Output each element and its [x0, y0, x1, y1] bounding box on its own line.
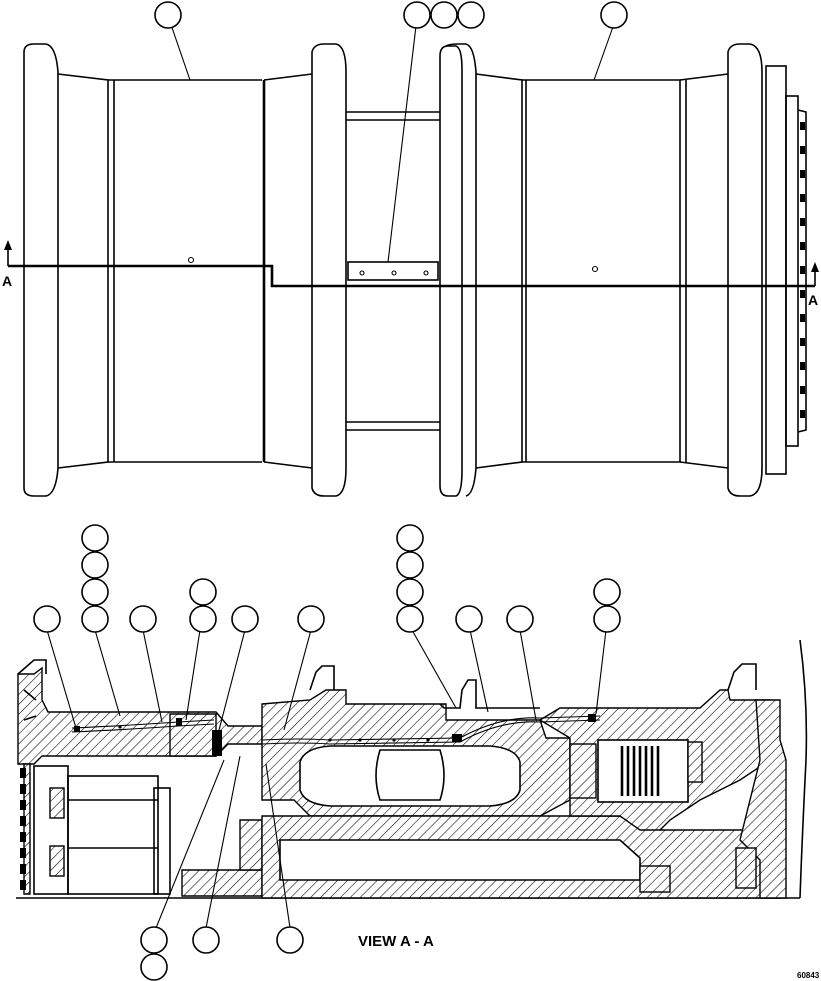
line-clips [118, 725, 430, 742]
callout-bubble[interactable] [403, 1, 431, 29]
bolt-heads-right [800, 122, 805, 418]
callout-bubble[interactable] [396, 524, 424, 552]
callout-bubble[interactable] [593, 578, 621, 606]
callout-bubble[interactable] [140, 953, 168, 981]
callout-bubble[interactable] [396, 605, 424, 633]
callout-bubble[interactable] [276, 926, 304, 954]
callout-bubble[interactable] [192, 926, 220, 954]
section-view-assembly [16, 639, 808, 899]
callout-bubble[interactable] [396, 578, 424, 606]
section-marker-right: A [808, 292, 818, 308]
callout-bubble[interactable] [396, 551, 424, 579]
top-view-assembly [4, 43, 819, 497]
callout-bubble[interactable] [154, 1, 182, 29]
callout-bubble[interactable] [189, 605, 217, 633]
callout-bubble[interactable] [81, 605, 109, 633]
callout-bubble[interactable] [129, 605, 157, 633]
section-marker-left: A [2, 273, 12, 289]
callout-bubble[interactable] [33, 605, 61, 633]
callout-bubble[interactable] [600, 1, 628, 29]
callout-bubble[interactable] [457, 1, 485, 29]
brake-discs [620, 746, 660, 796]
callout-bubble[interactable] [81, 551, 109, 579]
callout-bubble[interactable] [297, 605, 325, 633]
drawing-code: 60843 [797, 971, 820, 980]
left-seal-stack [20, 768, 26, 890]
callout-bubble[interactable] [231, 605, 259, 633]
callout-bubble[interactable] [81, 578, 109, 606]
callout-bubble[interactable] [140, 926, 168, 954]
callout-bubbles-top [154, 1, 628, 263]
callout-bubble[interactable] [593, 605, 621, 633]
callout-bubble[interactable] [455, 605, 483, 633]
callout-bubble[interactable] [189, 578, 217, 606]
callout-bubble[interactable] [506, 605, 534, 633]
callout-bubbles-section [33, 524, 621, 981]
view-title: VIEW A - A [358, 933, 434, 950]
callout-bubble[interactable] [430, 1, 458, 29]
callout-bubble[interactable] [81, 524, 109, 552]
